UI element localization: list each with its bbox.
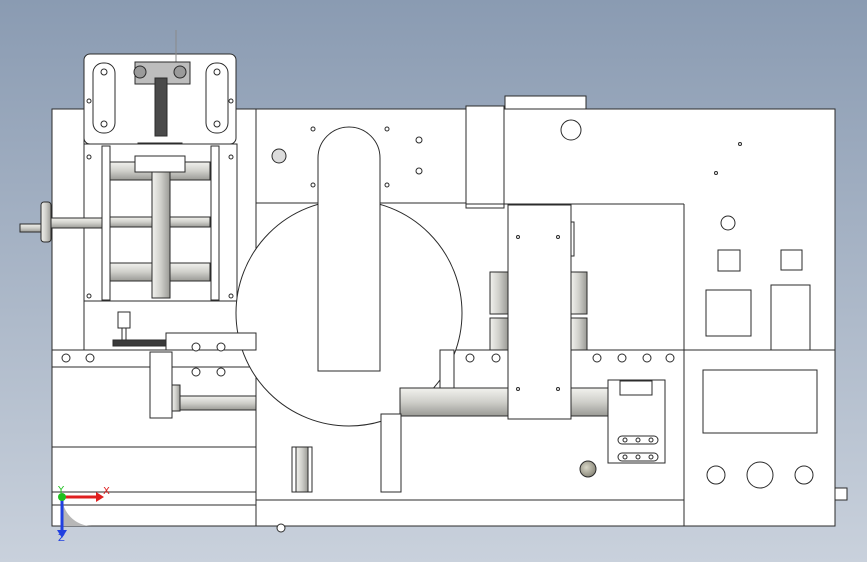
bolt-row: [61, 342, 675, 533]
left-handwheel: [19, 201, 103, 243]
frame-tab: [834, 487, 848, 501]
axis-z-label: Z: [58, 533, 65, 544]
rotary-disc: [235, 126, 463, 427]
carriage: [489, 204, 588, 420]
coordinate-triad-icon: [57, 492, 104, 538]
control-panel: [579, 249, 818, 489]
slide-rail-assembly: [83, 143, 238, 302]
support-posts: [291, 413, 402, 493]
axis-x-label: X: [103, 486, 110, 497]
end-bracket: [607, 379, 666, 464]
ball-screw-shaft: [149, 349, 647, 419]
axis-y-label: Y: [58, 485, 65, 496]
mounting-holes: [271, 119, 742, 391]
sensor-bracket: [112, 311, 257, 351]
top-cap: [465, 95, 685, 350]
